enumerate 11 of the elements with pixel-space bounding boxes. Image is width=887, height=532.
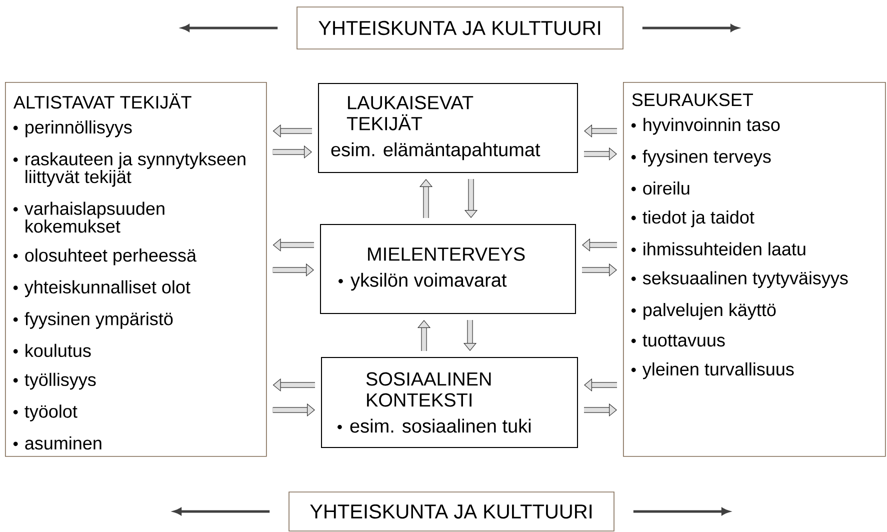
arrow	[182, 24, 278, 32]
process-box: LAUKAISEVAT TEKIJÄT esim. elämäntapahtumat	[318, 83, 578, 173]
list-box: ALTISTAVAT TEKIJÄT perinnöllisyys raskauteen ja synnytykseen liittyvät tekijät varhaislapsuuden kokemukset olosuhteet perheessä yhteiskunnalliset olot fyysinen ympäristö koulutus työllisyys työolot asuminen	[5, 82, 267, 457]
arrow	[633, 508, 730, 516]
process-box: SOSIAALINEN KONTEKSTI esim. sosiaalinen tuki	[321, 357, 578, 448]
label-box: YHTEISKUNTA JA KULTTUURI	[296, 6, 624, 50]
process-box: MIELENTERVEYS yksilön voimavarat	[320, 224, 576, 314]
list-box: SEURAUKSET hyvinvoinnin taso fyysinen terveys oireilu tiedot ja taidot ihmissuhteiden laatu seksuaalinen tyytyväisyys palvelujen käyttö tuottavuus yleinen turvallisuus	[623, 82, 886, 457]
arrow	[174, 508, 270, 516]
label-box: YHTEISKUNTA JA KULTTUURI	[288, 492, 614, 532]
arrow	[642, 24, 738, 32]
